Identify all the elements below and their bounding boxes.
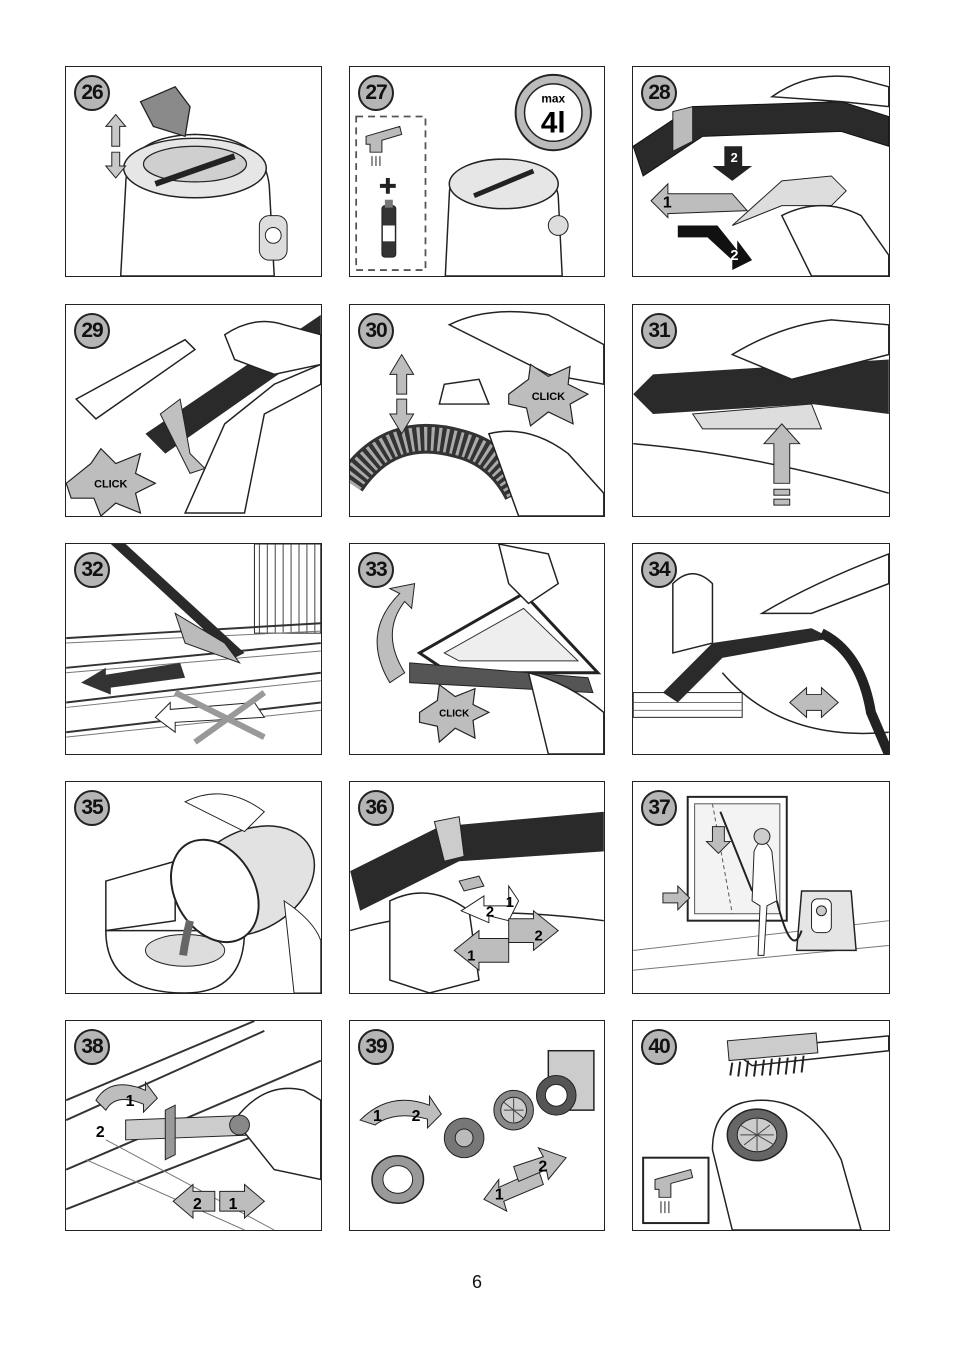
arrow-label: 1	[495, 1186, 504, 1203]
panel-26: 26	[65, 66, 322, 277]
arrow-label: 1	[467, 948, 475, 964]
faucet-icon	[654, 1168, 694, 1214]
step-number: 35	[74, 790, 110, 826]
clean-window-illustration	[633, 795, 889, 971]
click-label: CLICK	[532, 391, 565, 403]
detach-spray-hose-illustration: 2 1 1 2	[350, 811, 604, 993]
clean-stairs-illustration	[66, 544, 321, 745]
empty-tank-illustration	[105, 793, 321, 993]
step-number: 27	[358, 75, 394, 111]
panel-28: 2 1 2 28	[632, 66, 890, 277]
arrow-label: 1	[663, 195, 672, 212]
step-number: 33	[358, 552, 394, 588]
panel-37: 37	[632, 781, 890, 994]
arrow-label: 1	[229, 1196, 238, 1213]
arrow-label: 2	[96, 1124, 105, 1141]
panel-40: 40	[632, 1020, 890, 1231]
faucet-icon	[365, 125, 403, 167]
arrow-label: 2	[730, 248, 738, 264]
panel-33: CLICK 33	[349, 543, 605, 755]
step-number: 40	[641, 1029, 677, 1065]
filter-parts-illustration: 1 2 1 2	[359, 1049, 595, 1213]
panel-30: CLICK 30	[349, 304, 605, 517]
attach-spray-hose-illustration: 2 1 2	[633, 75, 889, 276]
vacuum-lid-illustration	[104, 86, 288, 276]
step-number: 39	[358, 1029, 394, 1065]
panel-31: 31	[632, 304, 890, 517]
step-number: 28	[641, 75, 677, 111]
panel-32: 32	[65, 543, 322, 755]
clean-upholstery-illustration	[633, 553, 889, 754]
badge-max-text: max	[541, 92, 565, 106]
arrow-label: 2	[193, 1196, 202, 1213]
panel-35: 35	[65, 781, 322, 994]
arrow-label: 2	[412, 1108, 421, 1125]
fill-water-illustration: max 4l	[355, 73, 592, 276]
panel-38: 1 2 2 1 38	[65, 1020, 322, 1231]
panel-34: 34	[632, 543, 890, 755]
arrow-label: 1	[373, 1108, 382, 1125]
panel-39: 1 2 1 2 39	[349, 1020, 605, 1231]
clean-filter-illustration	[642, 1032, 889, 1230]
clip-nozzle-illustration: CLICK	[66, 314, 321, 516]
arrow-label: 1	[126, 1093, 135, 1110]
click-label: CLICK	[439, 708, 470, 719]
page-number: 6	[471, 1272, 482, 1292]
click-label: CLICK	[94, 478, 127, 490]
arrow-label: 2	[538, 1159, 547, 1176]
step-number: 36	[358, 790, 394, 826]
brush-icon	[726, 1032, 889, 1077]
arrow-label: 2	[534, 928, 542, 944]
step-number: 26	[74, 75, 110, 111]
step-number: 37	[641, 790, 677, 826]
panel-36: 2 1 1 2 36	[349, 781, 605, 994]
panel-29: CLICK 29	[65, 304, 322, 517]
badge-value-text: 4l	[541, 106, 566, 139]
remove-nozzle-filter-illustration: 1 2 2 1	[66, 1021, 321, 1230]
step-number: 30	[358, 313, 394, 349]
arrow-label: 2	[486, 905, 494, 921]
filter-icon	[726, 1108, 788, 1162]
step-number: 32	[74, 552, 110, 588]
hose-clip-illustration: CLICK	[350, 310, 604, 516]
step-number: 38	[74, 1029, 110, 1065]
secure-hose-illustration	[633, 319, 889, 506]
step-number: 29	[74, 313, 110, 349]
panel-27: max 4l 27	[349, 66, 605, 277]
arrow-label: 2	[731, 150, 738, 165]
step-number: 34	[641, 552, 677, 588]
step-number: 31	[641, 313, 677, 349]
detergent-bottle-icon	[381, 199, 397, 258]
arrow-label: 1	[506, 895, 514, 911]
fold-nozzle-illustration: CLICK	[376, 544, 604, 754]
